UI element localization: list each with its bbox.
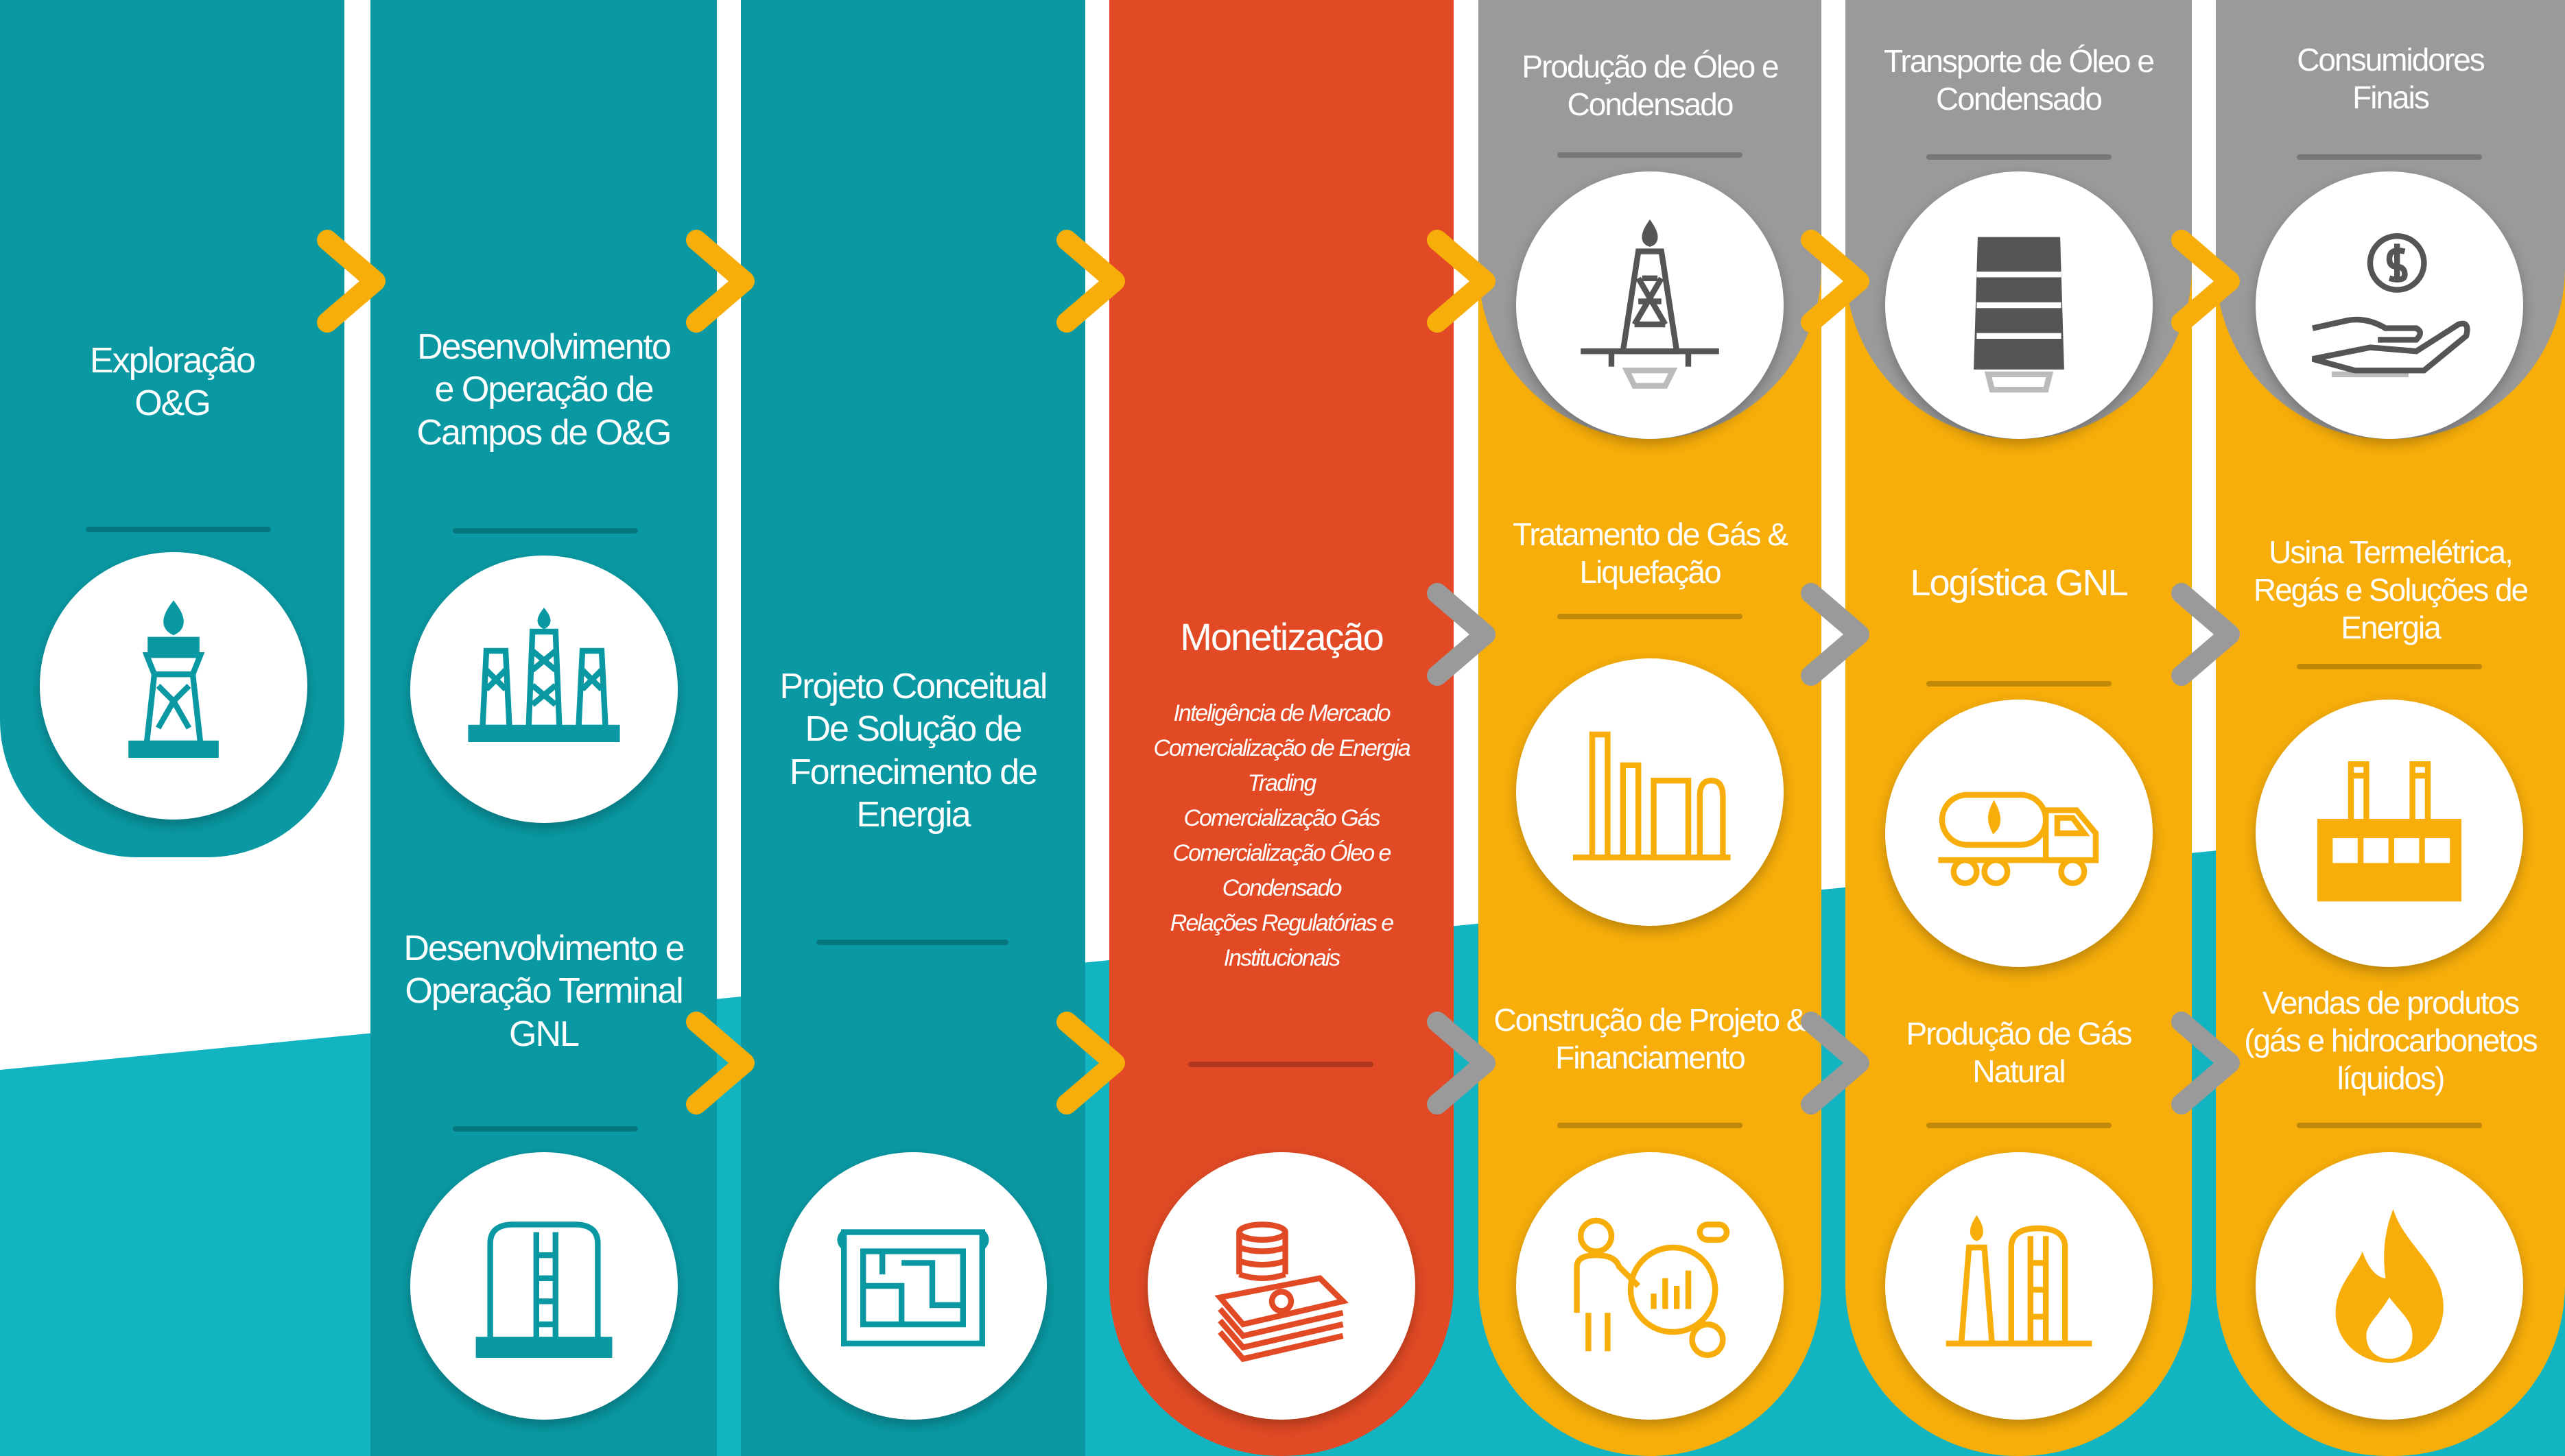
flame-icon bbox=[2335, 1209, 2444, 1363]
chevron-right-icon bbox=[1801, 230, 1869, 333]
refinery-plant-icon bbox=[1573, 731, 1731, 861]
divider bbox=[1926, 681, 2112, 687]
gas-production-title: Produção de Gás Natural bbox=[1906, 1016, 2132, 1090]
monetization-item: Trading bbox=[1247, 770, 1317, 796]
divider bbox=[86, 527, 271, 532]
product-sales-icon-circle bbox=[2256, 1152, 2523, 1420]
monetization-item: Condensado bbox=[1222, 875, 1343, 901]
consumers-title: Consumidores Finais bbox=[2297, 42, 2485, 116]
chevron-right-icon bbox=[1427, 583, 1496, 686]
lng-tank-icon bbox=[475, 1221, 613, 1358]
chevron-right-icon bbox=[2171, 230, 2240, 333]
lng-logistics-icon-circle bbox=[1885, 700, 2153, 967]
divider bbox=[816, 940, 1008, 945]
blueprint-icon bbox=[837, 1229, 989, 1347]
chevron-right-icon bbox=[1427, 1012, 1496, 1114]
chevron-right-icon bbox=[686, 1012, 755, 1114]
oil-production-icon-circle bbox=[1516, 171, 1784, 439]
exploration-stage: Exploração O&G bbox=[0, 0, 344, 857]
concept-column: Projeto Conceitual De Solução de Forneci… bbox=[741, 0, 1085, 1456]
concept-icon-circle bbox=[779, 1152, 1047, 1420]
dev-fields-title: Desenvolvimento e Operação de Campos de … bbox=[416, 327, 672, 453]
construction-title: Construção de Projeto & Financiamento bbox=[1493, 1002, 1807, 1076]
consumers-icon-circle bbox=[2256, 171, 2523, 439]
monetization-item: Inteligência de Mercado bbox=[1173, 700, 1391, 726]
gas-treatment-icon-circle bbox=[1516, 658, 1784, 926]
chevron-right-icon bbox=[1056, 1012, 1125, 1114]
chevron-right-icon bbox=[1801, 583, 1869, 686]
monetization-item: Comercialização de Energia bbox=[1153, 735, 1410, 761]
gas-production-icon bbox=[1946, 1215, 2092, 1347]
chevron-right-icon bbox=[317, 230, 386, 333]
exploration-icon-circle bbox=[40, 552, 307, 820]
oil-derrick-icon bbox=[1581, 219, 1719, 389]
chevron-right-icon bbox=[2171, 583, 2240, 686]
tanker-truck-icon bbox=[1938, 791, 2099, 886]
divider bbox=[1926, 154, 2112, 160]
oil-transport-icon-circle bbox=[1885, 171, 2153, 439]
chevron-right-icon bbox=[686, 230, 755, 333]
chevron-right-icon bbox=[1427, 230, 1496, 333]
product-sales-title: Vendas de produtos (gás e hidrocarboneto… bbox=[2244, 985, 2538, 1097]
dev-fields-icon-circle bbox=[410, 556, 678, 823]
divider bbox=[1926, 1123, 2112, 1128]
dev-terminal-icon-circle bbox=[410, 1152, 678, 1420]
oil-production-title: Produção de Óleo e Condensado bbox=[1522, 49, 1779, 123]
thermal-plant-icon-circle bbox=[2256, 700, 2523, 967]
monetization-icon-circle bbox=[1148, 1152, 1415, 1420]
concept-title: Projeto Conceitual De Solução de Forneci… bbox=[779, 667, 1048, 835]
dev-column: Desenvolvimento e Operação de Campos de … bbox=[370, 0, 717, 1456]
chevron-right-icon bbox=[1056, 230, 1125, 333]
oil-barrel-icon bbox=[1974, 237, 2064, 393]
gas-production-icon-circle bbox=[1885, 1152, 2153, 1420]
exploration-title: Exploração O&G bbox=[89, 341, 256, 424]
chevron-right-icon bbox=[2171, 1012, 2240, 1114]
monetization-item: Relações Regulatórias e bbox=[1170, 910, 1394, 936]
monetization-item: Comercialização Óleo e bbox=[1172, 840, 1392, 866]
divider bbox=[1188, 1062, 1373, 1067]
gas-treatment-title: Tratamento de Gás & Liquefação bbox=[1512, 516, 1788, 590]
construction-icon-circle bbox=[1516, 1152, 1784, 1420]
monetization-item: Comercialização Gás bbox=[1183, 805, 1380, 831]
divider bbox=[1557, 614, 1742, 619]
monetization-item: Institucionais bbox=[1223, 945, 1341, 971]
dev-terminal-title: Desenvolvimento e Operação Terminal GNL bbox=[403, 929, 685, 1054]
chevron-right-icon bbox=[1801, 1012, 1869, 1114]
monetization-list: Inteligência de Mercado Comercialização … bbox=[1109, 696, 1454, 976]
divider bbox=[2297, 664, 2482, 669]
divider bbox=[453, 1126, 638, 1132]
divider bbox=[1557, 1123, 1742, 1128]
money-stack-coins-icon bbox=[1214, 1221, 1349, 1363]
power-plant-icon bbox=[2317, 761, 2461, 902]
divider bbox=[1557, 152, 1742, 158]
oil-field-platforms-icon bbox=[468, 607, 620, 742]
divider bbox=[453, 528, 638, 534]
lng-logistics-title: Logística GNL bbox=[1910, 562, 2128, 604]
drilling-rig-flame-icon bbox=[128, 600, 219, 758]
divider bbox=[2297, 1123, 2482, 1128]
analyst-chart-gear-icon bbox=[1574, 1217, 1730, 1358]
divider bbox=[2297, 154, 2482, 160]
hand-coin-dollar-icon bbox=[2311, 233, 2470, 377]
monetization-stage: Monetização Inteligência de Mercado Come… bbox=[1109, 0, 1454, 1456]
monetization-title: Monetização bbox=[1180, 615, 1384, 658]
thermal-plant-title: Usina Termelétrica, Regás e Soluções de … bbox=[2253, 534, 2529, 646]
oil-transport-title: Transporte de Óleo e Condensado bbox=[1884, 43, 2155, 117]
